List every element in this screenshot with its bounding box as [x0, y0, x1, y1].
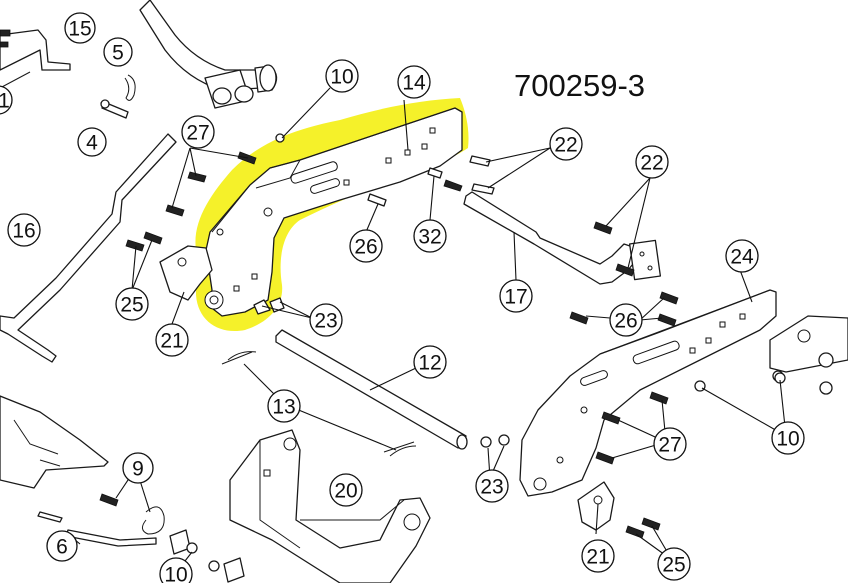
svg-text:23: 23 [314, 310, 337, 333]
hairpin-5 [124, 74, 136, 101]
callout-23-upper: 23 [309, 303, 343, 337]
bracket-14 [204, 107, 463, 317]
svg-text:22: 22 [640, 152, 663, 175]
callout-26-right: 26 [609, 303, 643, 337]
callout-4: 4 [77, 127, 107, 157]
svg-text:12: 12 [418, 352, 441, 375]
svg-text:10: 10 [776, 428, 799, 451]
callout-20: 20 [329, 473, 363, 507]
callout-14: 14 [397, 65, 431, 99]
svg-text:27: 27 [186, 122, 209, 145]
callout-15: 15 [64, 12, 96, 44]
callout-22-a: 22 [549, 127, 583, 161]
bolts-right [569, 291, 679, 465]
upper-arm-assembly [139, 0, 278, 109]
svg-text:15: 15 [68, 18, 91, 41]
callout-17: 17 [499, 279, 533, 313]
callout-5: 5 [103, 37, 133, 67]
callout-27-left: 27 [181, 115, 215, 149]
svg-text:23: 23 [480, 476, 503, 499]
callout-25-right: 25 [657, 547, 691, 581]
drawing-number: 700259-3 [514, 68, 645, 103]
bracket-24 [519, 289, 848, 497]
svg-text:9: 9 [132, 458, 144, 481]
svg-text:26: 26 [614, 310, 637, 333]
callout-10-bottom: 10 [159, 557, 193, 583]
svg-text:10: 10 [164, 564, 187, 583]
callout-32: 32 [413, 219, 447, 253]
svg-text:6: 6 [56, 536, 68, 559]
callout-24: 24 [725, 239, 759, 273]
bolts-22-32-26 [253, 155, 495, 315]
leader-lines [67, 87, 787, 571]
svg-text:25: 25 [662, 554, 685, 577]
callout-22-b: 22 [635, 145, 669, 179]
svg-text:26: 26 [354, 236, 377, 259]
svg-text:20: 20 [334, 480, 357, 503]
svg-text:14: 14 [402, 72, 426, 95]
callout-12: 12 [413, 345, 447, 379]
frame-20 [229, 429, 431, 583]
rod-17 [463, 191, 662, 285]
svg-text:16: 16 [12, 220, 35, 243]
svg-text:5: 5 [112, 42, 124, 65]
svg-text:10: 10 [330, 66, 353, 89]
callout-10-right: 10 [771, 421, 805, 455]
nuts-23-lower [480, 434, 510, 448]
bracket-21-left [159, 245, 213, 301]
svg-text:25: 25 [120, 294, 143, 317]
svg-text:21: 21 [160, 330, 183, 353]
rod-16 [0, 133, 177, 363]
svg-text:4: 4 [86, 132, 98, 155]
callout-25-left: 25 [115, 287, 149, 321]
callout-13: 13 [267, 389, 301, 423]
callout-21-right: 21 [581, 539, 615, 573]
callout-10-top: 10 [325, 59, 359, 93]
callout-9: 9 [122, 452, 154, 484]
svg-text:22: 22 [554, 134, 577, 157]
spring-9 [99, 493, 165, 535]
link-rod-1 [0, 29, 71, 89]
callout-6: 6 [46, 530, 78, 562]
callout-21-left: 21 [155, 323, 189, 357]
svg-text:21: 21 [586, 546, 609, 569]
svg-text:1: 1 [0, 90, 10, 113]
clevis-pin-4 [100, 99, 129, 119]
callout-23-lower: 23 [475, 469, 509, 503]
callout-16: 16 [7, 213, 41, 247]
svg-text:24: 24 [730, 246, 754, 269]
bottom-hardware [169, 481, 661, 583]
svg-text:32: 32 [418, 226, 441, 249]
cotter-pins-13 [221, 351, 417, 457]
svg-text:17: 17 [504, 286, 527, 309]
callouts: 15 5 4 10 14 27 22 22 16 26 32 25 21 23 … [0, 12, 805, 583]
callout-1: 1 [0, 85, 13, 115]
svg-text:27: 27 [658, 434, 681, 457]
callout-26-left: 26 [349, 229, 383, 263]
callout-27-right: 27 [653, 427, 687, 461]
svg-text:13: 13 [272, 396, 295, 419]
guard-bottom-left [0, 395, 109, 489]
